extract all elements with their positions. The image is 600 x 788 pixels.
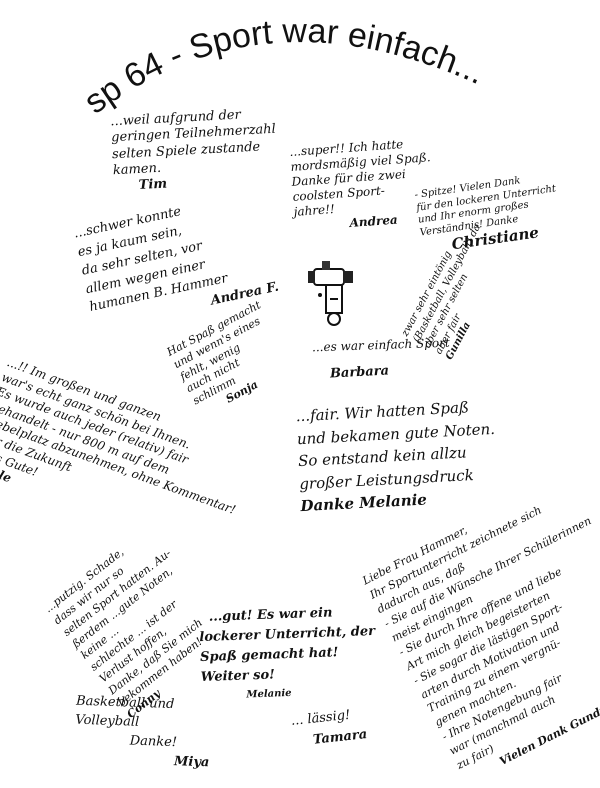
note-line: Danke! [129,733,178,750]
title-text: sp 64 - Sport war einfach... [77,12,490,121]
note-signature: Tamara [312,726,368,748]
page-title: sp 64 - Sport war einfach... [77,12,490,121]
note-signature: Barbara [329,363,390,382]
note-tim: ...weil aufgrund der geringen Teilnehmer… [110,106,279,196]
note-melanie-gut: ...gut! Es war ein lockerer Unterricht, … [198,602,377,704]
note-gundula: Liebe Frau Hammer, Ihr Sportunterricht z… [360,470,600,788]
note-gunilla: zwar sehr eintönig (Basketball, Volleyba… [400,217,517,363]
title-textpath: sp 64 - Sport war einfach... [77,12,490,121]
note-andrea: ...super!! Ich hatte mordsmäßig viel Spa… [289,135,435,235]
note-signature: Miya [173,753,210,770]
note-tamara: ... lässig! Tamara [290,704,368,753]
note-barbara: Barbara [330,363,390,382]
spray-can-icon [308,261,353,326]
note-melanie-fair: ...fair. Wir hatten Spaß und bekamen gut… [295,395,499,518]
note-miya: Basketball und Volleyball Danke! Miya [74,693,212,773]
note-line: Volleyball [75,712,140,730]
